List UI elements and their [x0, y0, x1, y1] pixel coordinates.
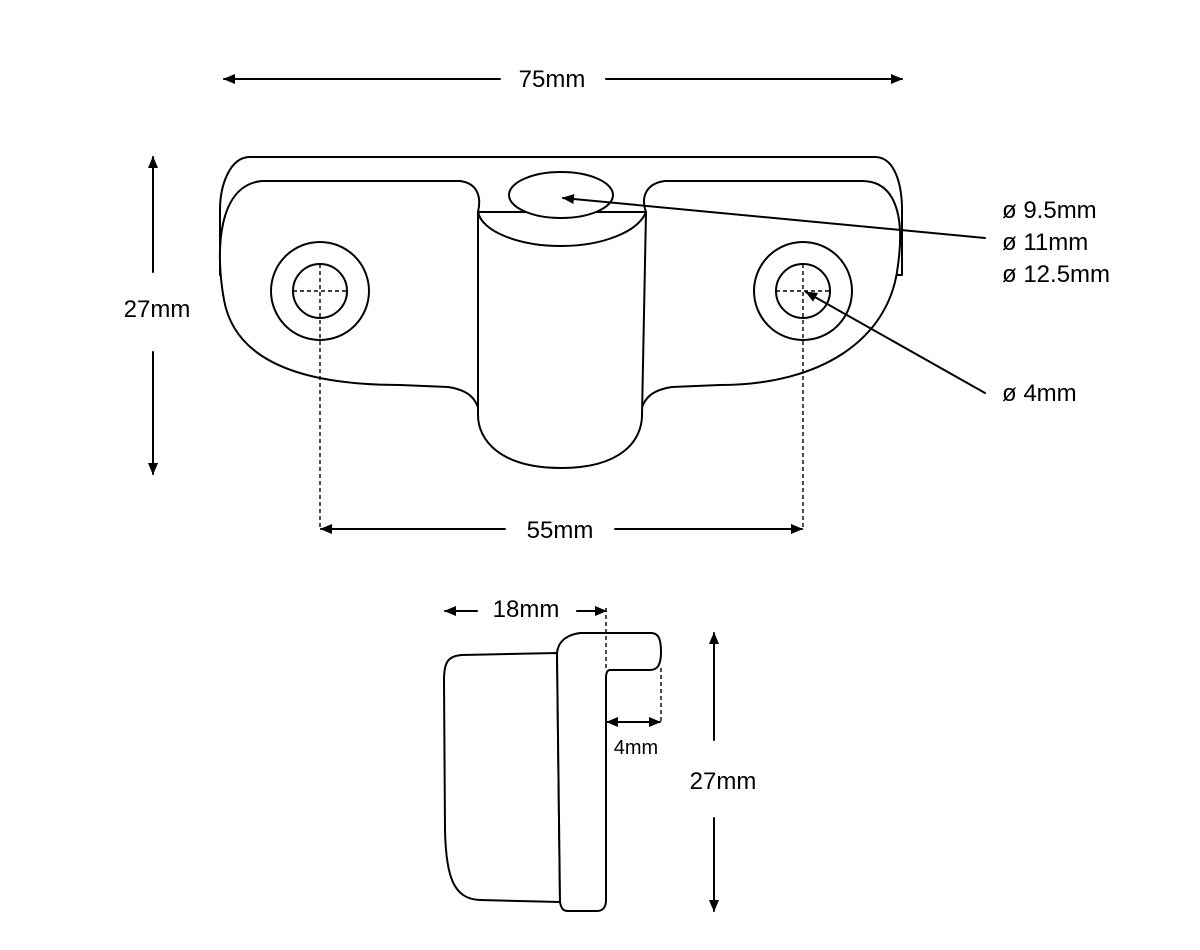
mount-hole-diameter: ø 4mm	[1002, 380, 1077, 407]
center-hole-leader	[562, 194, 986, 239]
side-view: 18mm 4mm 27mm	[443, 596, 757, 912]
mount-hole-leader	[805, 291, 986, 394]
hole-spacing-label: 55mm	[527, 517, 594, 544]
right-hole-counterbore	[753, 241, 853, 341]
top-view-height-label: 27mm	[124, 296, 191, 323]
side-view-hook	[556, 632, 662, 912]
center-hole-diameter-2: ø 11mm	[1002, 229, 1088, 256]
left-hole-counterbore	[270, 241, 370, 341]
side-view-height-label: 27mm	[690, 768, 757, 795]
hook-gap-label: 4mm	[614, 737, 658, 759]
top-view: 75mm 27mm 55mm ø 9.5mm ø 11mm ø 12.5mm ø…	[124, 66, 1110, 544]
side-view-body	[443, 652, 561, 903]
side-view-depth-label: 18mm	[493, 596, 560, 623]
center-boss	[477, 211, 647, 469]
center-hole-diameter-1: ø 9.5mm	[1002, 197, 1097, 224]
center-hole	[508, 171, 614, 219]
center-hole-diameter-3: ø 12.5mm	[1002, 261, 1110, 288]
overall-width-label: 75mm	[519, 66, 586, 93]
center-boss-top-arc	[477, 211, 647, 248]
